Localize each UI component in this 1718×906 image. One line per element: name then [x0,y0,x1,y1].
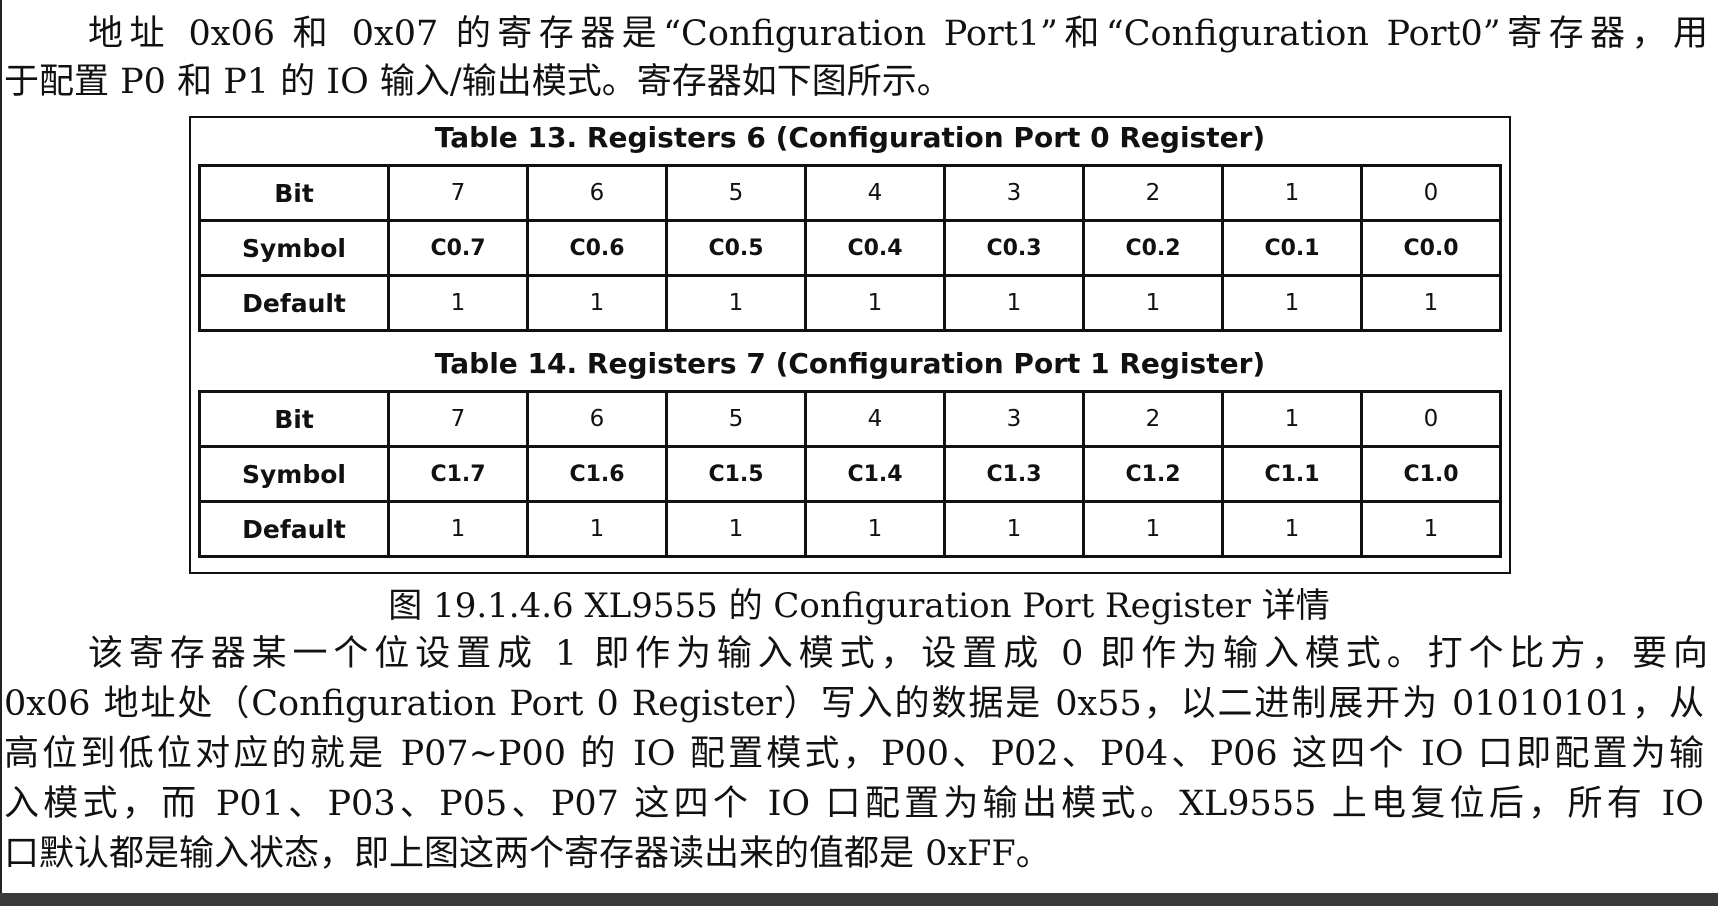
bit-cell: 6 [526,164,668,222]
bit-cell: 4 [804,164,946,222]
bit-cell: 7 [387,164,529,222]
symbol-cell: C1.6 [526,445,668,503]
default-cell: 1 [526,500,668,558]
symbol-cell: C0.7 [387,219,529,277]
symbol-cell: C0.2 [1082,219,1224,277]
table-row-bit: Bit 7 6 5 4 3 2 1 0 [198,164,1502,222]
default-cell: 1 [1221,500,1363,558]
body-line-3: 高位到低位对应的就是 P07~P00 的 IO 配置模式，P00、P02、P04… [4,734,1704,774]
bit-cell: 0 [1360,390,1502,448]
table-row-default: Default 1 1 1 1 1 1 1 1 [198,500,1502,558]
table-14-title: Table 14. Registers 7 (Configuration Por… [434,347,1266,380]
default-cell: 1 [387,500,529,558]
symbol-cell: C0.6 [526,219,668,277]
table-row-default: Default 1 1 1 1 1 1 1 1 [198,274,1502,332]
bit-cell: 3 [943,164,1085,222]
symbol-cell: C1.1 [1221,445,1363,503]
bit-cell: 3 [943,390,1085,448]
default-cell: 1 [1360,500,1502,558]
bit-cell: 1 [1221,164,1363,222]
bit-cell: 7 [387,390,529,448]
default-cell: 1 [804,500,946,558]
table-row-bit: Bit 7 6 5 4 3 2 1 0 [198,390,1502,448]
default-cell: 1 [1360,274,1502,332]
row-label-bit: Bit [198,390,390,448]
bit-cell: 5 [665,390,807,448]
symbol-cell: C0.4 [804,219,946,277]
default-cell: 1 [526,274,668,332]
bit-cell: 0 [1360,164,1502,222]
body-line-5: 口默认都是输入状态，即上图这两个寄存器读出来的值都是 0xFF。 [4,834,1051,874]
bit-cell: 4 [804,390,946,448]
row-label-bit: Bit [198,164,390,222]
bit-cell: 5 [665,164,807,222]
intro-line-2: 于配置 P0 和 P1 的 IO 输入/输出模式。寄存器如下图所示。 [4,62,952,102]
body-line-4: 入模式，而 P01、P03、P05、P07 这四个 IO 口配置为输出模式。XL… [4,784,1704,824]
symbol-cell: C1.7 [387,445,529,503]
figure-caption: 图 19.1.4.6 XL9555 的 Configuration Port R… [388,586,1330,626]
default-cell: 1 [665,274,807,332]
symbol-cell: C0.0 [1360,219,1502,277]
symbol-cell: C1.2 [1082,445,1224,503]
bit-cell: 2 [1082,390,1224,448]
row-label-default: Default [198,500,390,558]
body-line-2: 0x06 地址处（Configuration Port 0 Register）写… [4,684,1704,724]
default-cell: 1 [1082,500,1224,558]
bit-cell: 2 [1082,164,1224,222]
bottom-edge-bar [0,893,1718,906]
symbol-cell: C1.0 [1360,445,1502,503]
symbol-cell: C0.5 [665,219,807,277]
config-port-0-table: Bit 7 6 5 4 3 2 1 0 Symbol C0.7 C0.6 C0.… [198,164,1502,332]
row-label-symbol: Symbol [198,219,390,277]
row-label-default: Default [198,274,390,332]
default-cell: 1 [943,500,1085,558]
table-13-title: Table 13. Registers 6 (Configuration Por… [434,121,1266,154]
body-line-1: 该寄存器某一个位设置成 1 即作为输入模式，设置成 0 即作为输入模式。打个比方… [88,634,1708,674]
default-cell: 1 [1221,274,1363,332]
default-cell: 1 [387,274,529,332]
symbol-cell: C0.1 [1221,219,1363,277]
default-cell: 1 [943,274,1085,332]
symbol-cell: C1.3 [943,445,1085,503]
default-cell: 1 [1082,274,1224,332]
bit-cell: 6 [526,390,668,448]
row-label-symbol: Symbol [198,445,390,503]
default-cell: 1 [804,274,946,332]
symbol-cell: C1.5 [665,445,807,503]
config-port-1-table: Bit 7 6 5 4 3 2 1 0 Symbol C1.7 C1.6 C1.… [198,390,1502,558]
table-row-symbol: Symbol C0.7 C0.6 C0.5 C0.4 C0.3 C0.2 C0.… [198,219,1502,277]
symbol-cell: C1.4 [804,445,946,503]
register-figure: Table 13. Registers 6 (Configuration Por… [189,116,1511,574]
default-cell: 1 [665,500,807,558]
bit-cell: 1 [1221,390,1363,448]
symbol-cell: C0.3 [943,219,1085,277]
page-left-border [0,0,2,906]
table-row-symbol: Symbol C1.7 C1.6 C1.5 C1.4 C1.3 C1.2 C1.… [198,445,1502,503]
intro-line-1: 地址 0x06 和 0x07 的寄存器是“Configuration Port1… [88,14,1708,54]
